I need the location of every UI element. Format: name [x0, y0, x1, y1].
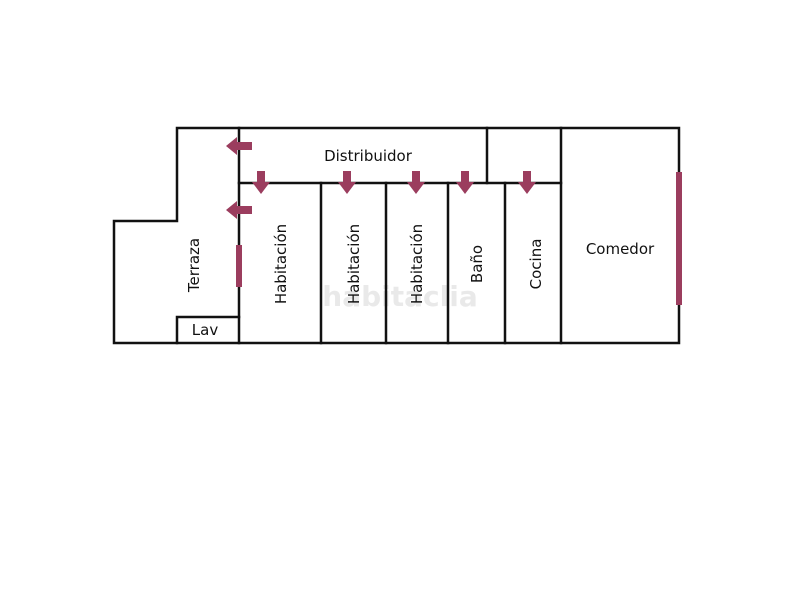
door-arrow-down-icon [456, 171, 474, 194]
lav-wall [175, 315, 241, 345]
label-cocina: Cocina [527, 239, 545, 290]
door-arrow-left-icon [226, 201, 252, 219]
label-habitacion-1: Habitación [272, 224, 290, 304]
door-arrow-down-icon [518, 171, 536, 194]
label-distribuidor: Distribuidor [324, 147, 413, 165]
door-arrows [226, 137, 536, 219]
room-labels: Distribuidor Comedor Lav Terraza Habitac… [185, 147, 655, 339]
terraza-opening [236, 245, 242, 287]
openings [236, 172, 682, 305]
label-lav: Lav [192, 321, 219, 339]
comedor-window [676, 172, 682, 305]
watermark: habitaclia [322, 280, 477, 313]
label-habitacion-3: Habitación [408, 224, 426, 304]
door-arrow-left-icon [226, 137, 252, 155]
label-terraza: Terraza [185, 238, 203, 293]
door-arrow-down-icon [338, 171, 356, 194]
outer-wall [112, 126, 681, 345]
label-bano: Baño [468, 245, 486, 283]
door-arrow-down-icon [407, 171, 425, 194]
label-habitacion-2: Habitación [345, 224, 363, 304]
label-comedor: Comedor [586, 240, 655, 258]
door-arrow-down-icon [252, 171, 270, 194]
walls [112, 126, 681, 345]
